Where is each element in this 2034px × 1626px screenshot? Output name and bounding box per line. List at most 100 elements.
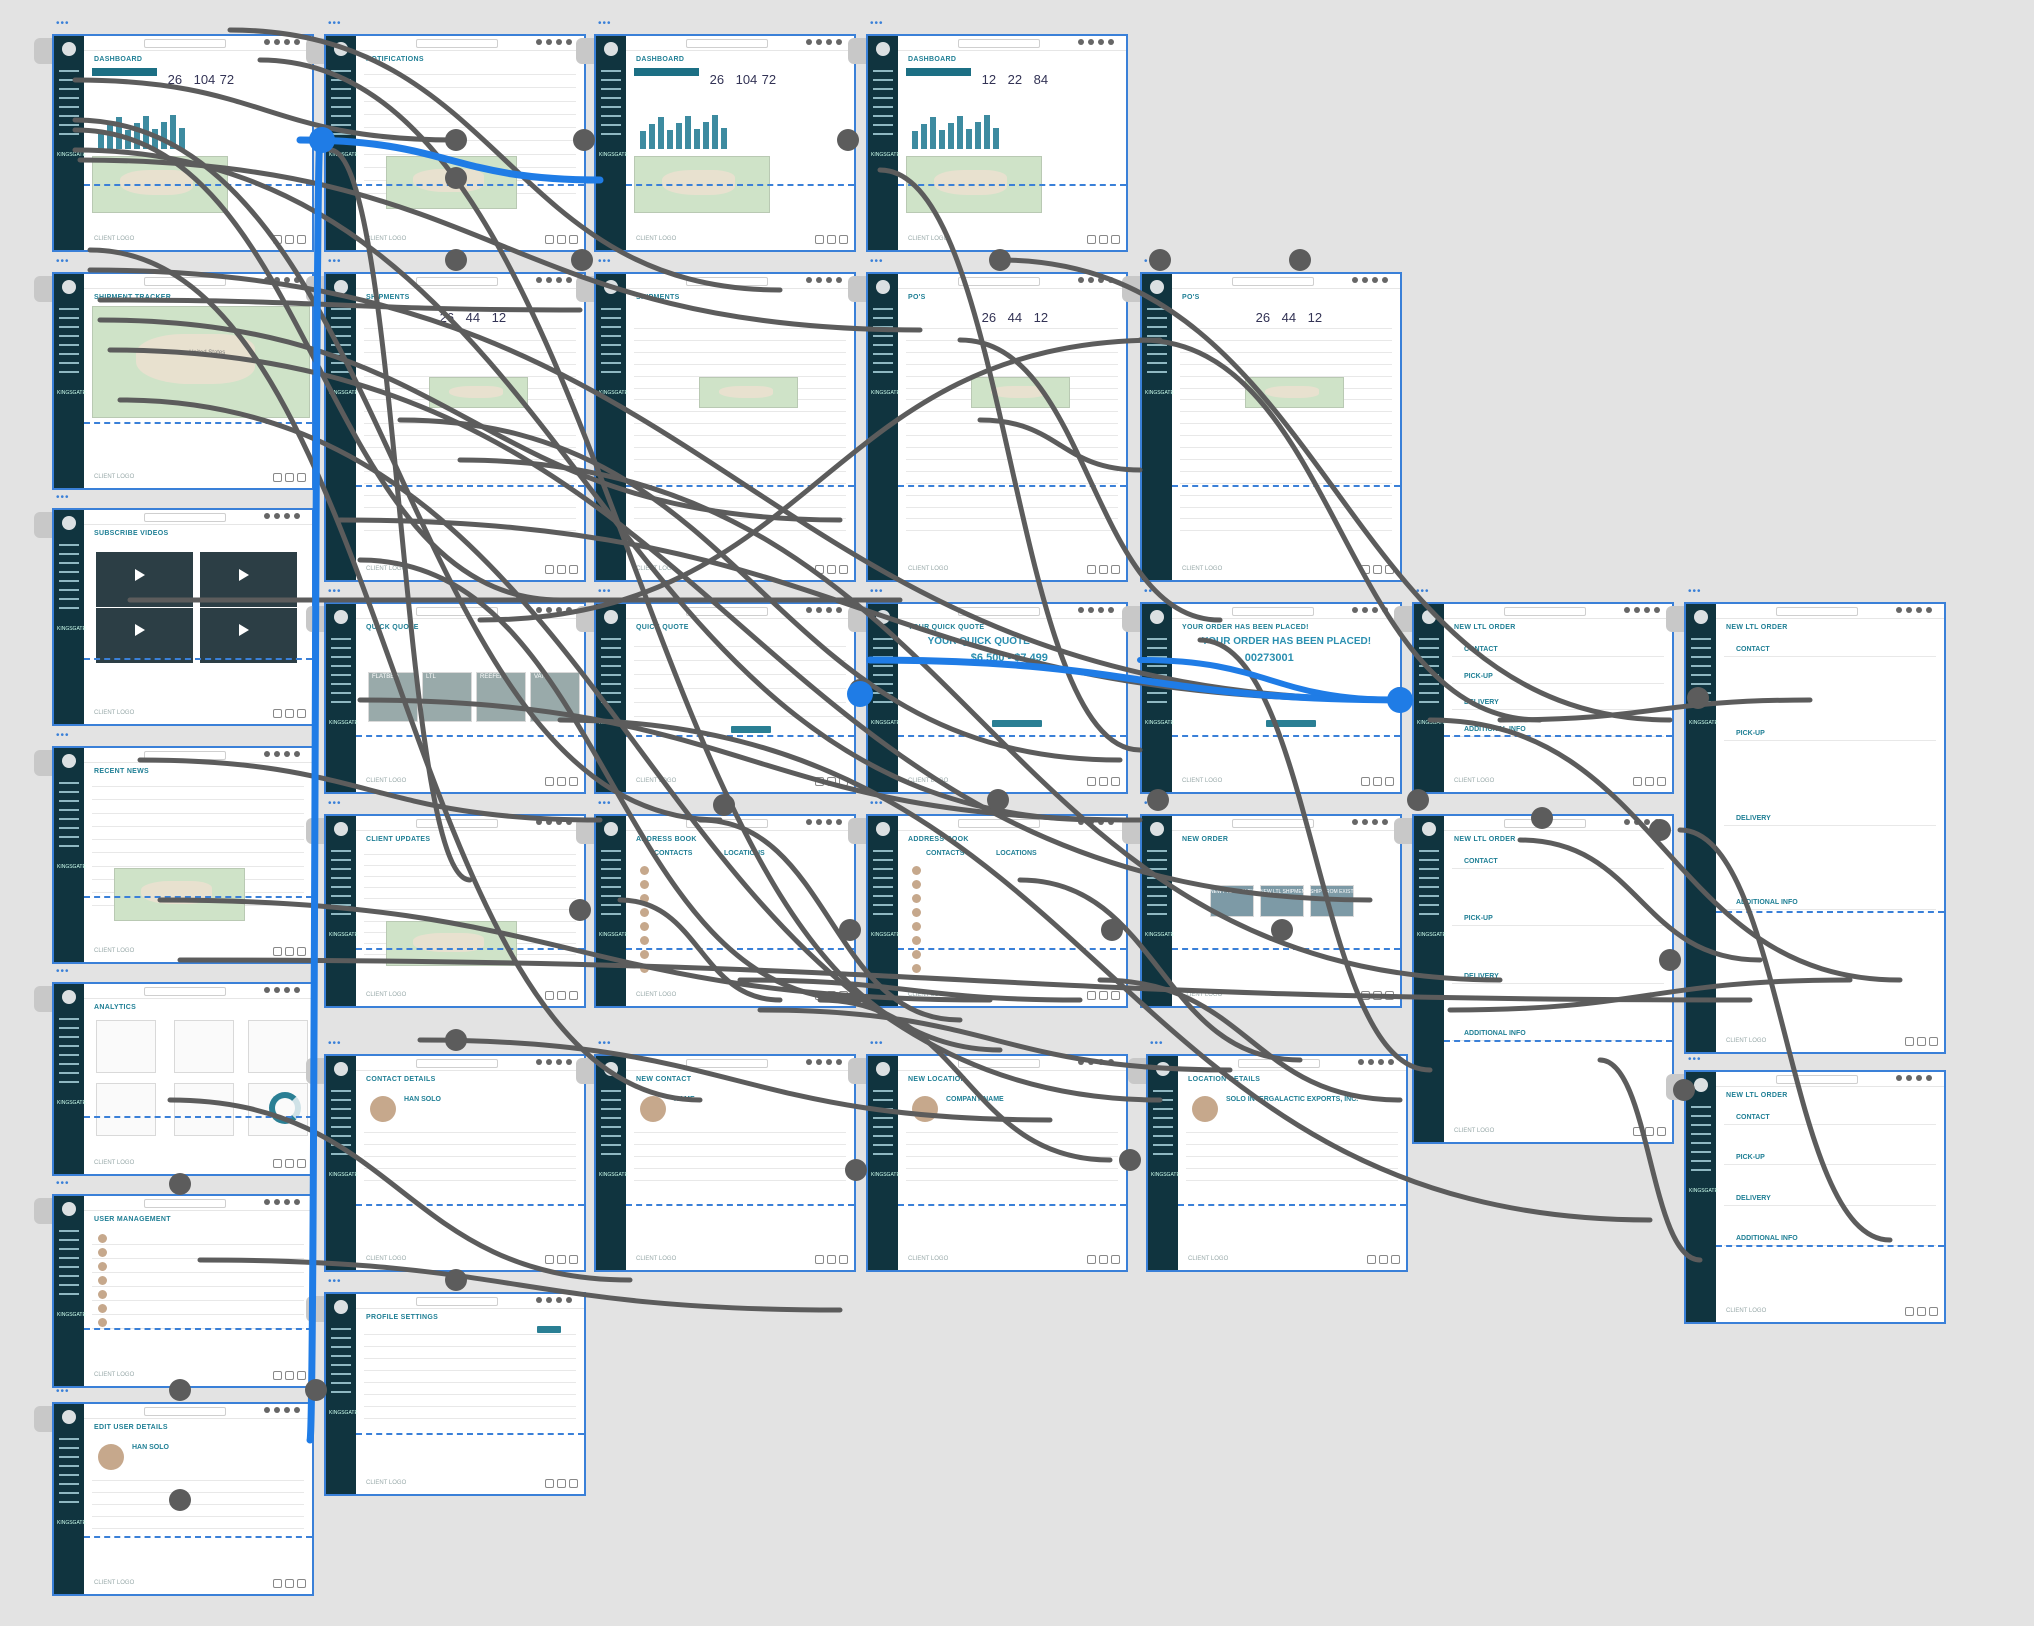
sidebar-item[interactable] [601, 877, 621, 879]
alert-icon[interactable] [274, 1199, 280, 1205]
sidebar-item[interactable] [1153, 1108, 1173, 1110]
sidebar-item[interactable] [873, 1090, 893, 1092]
sidebar-item[interactable] [59, 818, 79, 820]
sidebar-item[interactable] [873, 362, 893, 364]
sidebar-item[interactable] [601, 70, 621, 72]
board-menu-icon[interactable]: ••• [56, 18, 70, 29]
table-row[interactable] [634, 363, 846, 365]
bell-icon[interactable] [536, 819, 542, 825]
alert-icon[interactable] [274, 39, 280, 45]
search-input[interactable] [1238, 1059, 1320, 1068]
sidebar-item[interactable] [59, 1501, 79, 1503]
analytics-widget[interactable] [96, 1083, 157, 1137]
sidebar-item[interactable] [873, 850, 893, 852]
sidebar-item[interactable] [1419, 913, 1439, 915]
tab-contacts[interactable]: CONTACTS [926, 850, 965, 857]
analytics-widget[interactable] [247, 1020, 308, 1074]
history-icon[interactable] [1645, 1127, 1654, 1136]
sidebar-item[interactable] [331, 1355, 351, 1357]
board-handle[interactable] [576, 276, 596, 302]
table-row[interactable] [634, 447, 846, 448]
sidebar-item[interactable] [601, 1090, 621, 1092]
comment-icon[interactable] [273, 947, 282, 956]
history-icon[interactable] [285, 1579, 294, 1588]
sidebar-item[interactable] [1419, 683, 1439, 685]
user-row[interactable] [92, 1272, 304, 1273]
comment-icon[interactable] [545, 1479, 554, 1488]
comment-icon[interactable] [1905, 1307, 1914, 1316]
add-icon[interactable] [284, 987, 290, 993]
sidebar-item[interactable] [601, 1144, 621, 1146]
list-icon[interactable] [297, 709, 306, 718]
board-menu-icon[interactable]: ••• [1688, 586, 1702, 597]
comment-icon[interactable] [1367, 1255, 1376, 1264]
list-icon[interactable] [297, 473, 306, 482]
sidebar-item[interactable] [1147, 850, 1167, 852]
bell-icon[interactable] [264, 39, 270, 45]
board-handle[interactable] [34, 276, 54, 302]
comment-icon[interactable] [273, 235, 282, 244]
board-handle[interactable] [34, 986, 54, 1012]
table-row[interactable] [634, 351, 846, 353]
table-row[interactable] [906, 435, 1118, 437]
sidebar-item[interactable] [601, 115, 621, 117]
sidebar-item[interactable] [1691, 656, 1711, 658]
table-row[interactable] [1180, 411, 1392, 413]
table-row[interactable] [906, 447, 1118, 448]
video-thumbnail[interactable] [96, 607, 194, 664]
alert-icon[interactable] [1088, 277, 1094, 283]
sidebar-item[interactable] [873, 88, 893, 90]
history-icon[interactable] [285, 1159, 294, 1168]
sidebar-item[interactable] [1147, 868, 1167, 870]
edit-icon[interactable] [1108, 277, 1114, 283]
sidebar-item[interactable] [59, 308, 79, 310]
sidebar-item[interactable] [331, 1337, 351, 1339]
add-icon[interactable] [556, 1297, 562, 1303]
sidebar-item[interactable] [331, 665, 351, 667]
edit-icon[interactable] [566, 607, 572, 613]
board-menu-icon[interactable]: ••• [56, 1386, 70, 1397]
sidebar-item[interactable] [59, 70, 79, 72]
sidebar-item[interactable] [873, 877, 893, 879]
sidebar-item[interactable] [331, 895, 351, 897]
sidebar-item[interactable] [601, 638, 621, 640]
table-row[interactable] [906, 339, 1118, 341]
list-icon[interactable] [1111, 1255, 1120, 1264]
sidebar-item[interactable] [59, 845, 79, 847]
add-icon[interactable] [1098, 1059, 1104, 1065]
add-icon[interactable] [1098, 819, 1104, 825]
sidebar-item[interactable] [59, 1248, 79, 1250]
table-row[interactable] [906, 482, 1118, 484]
history-icon[interactable] [827, 991, 836, 1000]
sidebar-item[interactable] [331, 886, 351, 888]
sidebar-item[interactable] [59, 326, 79, 328]
sidebar-item[interactable] [873, 1126, 893, 1128]
sidebar-item[interactable] [59, 571, 79, 573]
sidebar-item[interactable] [59, 1284, 79, 1286]
sidebar-item[interactable] [1419, 674, 1439, 676]
sidebar-item[interactable] [873, 701, 893, 703]
search-input[interactable] [416, 277, 498, 286]
alert-icon[interactable] [816, 277, 822, 283]
history-icon[interactable] [1379, 1255, 1388, 1264]
sidebar-item[interactable] [1691, 1142, 1711, 1144]
list-icon[interactable] [569, 777, 578, 786]
sidebar-item[interactable] [873, 124, 893, 126]
board-menu-icon[interactable]: ••• [1416, 798, 1430, 809]
table-row[interactable] [634, 423, 846, 425]
sidebar-item[interactable] [1147, 362, 1167, 364]
sidebar-item[interactable] [601, 344, 621, 346]
sidebar-item[interactable] [331, 859, 351, 861]
edit-icon[interactable] [1382, 819, 1388, 825]
sidebar-item[interactable] [601, 371, 621, 373]
list-icon[interactable] [1657, 1127, 1666, 1136]
table-row[interactable] [1180, 423, 1392, 425]
sidebar-item[interactable] [1419, 868, 1439, 870]
table-row[interactable] [906, 470, 1118, 472]
board-handle[interactable] [848, 276, 868, 302]
